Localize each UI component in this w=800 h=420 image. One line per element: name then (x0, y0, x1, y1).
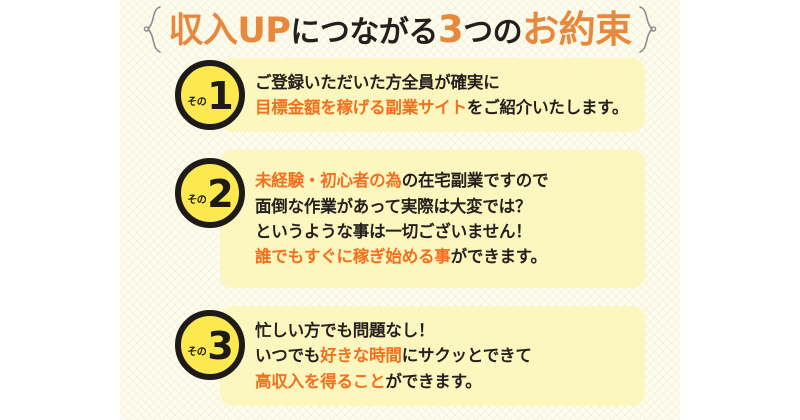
highlighted-text: 好きな時間 (320, 346, 402, 366)
badge-prefix-label: その (187, 346, 207, 358)
promise-card-2 (220, 150, 645, 288)
badge-number-label: 1 (207, 74, 233, 118)
promise-text-2: 未経験・初心者の為の在宅副業ですので面倒な作業があって実際は大変では？というよう… (255, 150, 635, 288)
body-text: をご紹介いたします。 (466, 98, 629, 117)
left-curly-brace-icon (140, 5, 166, 55)
promise-card-3 (220, 306, 645, 406)
promise-line: 面倒な作業があって実際は大変では？ (255, 195, 635, 218)
right-curly-brace-icon (634, 5, 660, 55)
promise-line: 未経験・初心者の為の在宅副業ですので (255, 169, 635, 192)
highlighted-text: 未経験・初心者の為 (255, 171, 402, 191)
promise-text-3: 忙しい方でも問題なし！いつでも好きな時間にサクッとできて高収入を得ることができま… (255, 306, 635, 406)
title-segment-2: 3 (437, 8, 464, 51)
body-text: の在宅副業ですので (401, 171, 549, 191)
promise-line: というような事は一切ございません！ (255, 220, 635, 243)
highlighted-text: 高収入を得ること (255, 371, 386, 391)
body-text: というような事は一切ございません！ (255, 222, 532, 241)
body-text: いつでも (255, 346, 321, 366)
badge-number-label: 3 (207, 324, 233, 368)
badge-prefix-label: その (187, 96, 207, 108)
title-segment-4: お約束 (522, 8, 632, 51)
highlighted-text: 目標金額を稼げる副業サイト (255, 98, 467, 117)
promise-line: 誰でもすぐに稼ぎ始める事ができます。 (255, 245, 635, 268)
highlighted-text: 誰でもすぐに稼ぎ始める事 (255, 247, 451, 267)
promise-line: いつでも好きな時間にサクッとできて (255, 344, 635, 367)
badge-prefix-label: その (187, 194, 207, 206)
title-segment-3: つの (463, 15, 523, 50)
promise-line: 目標金額を稼げる副業サイトをご紹介いたします。 (255, 96, 635, 119)
promise-badge-2: その 2 (175, 158, 245, 228)
body-text: 面倒な作業があって実際は大変では？ (255, 196, 532, 216)
promise-badge-1: その 1 (175, 60, 245, 130)
body-text: ご登録いただいた方全員が確実に (255, 72, 500, 92)
body-text: にサクッとできて (401, 346, 532, 366)
promise-line: ご登録いただいた方全員が確実に (255, 71, 635, 94)
promise-row-1: その 1 ご登録いただいた方全員が確実に目標金額を稼げる副業サイトをご紹介いたし… (120, 58, 680, 132)
body-text: ができます。 (450, 247, 547, 267)
title-segment-0: 収入UP (168, 11, 291, 51)
promise-row-3: その 3 忙しい方でも問題なし！いつでも好きな時間にサクッとできて高収入を得るこ… (120, 306, 680, 406)
body-text: 忙しい方でも問題なし！ (255, 320, 435, 340)
promise-row-2: その 2 未経験・初心者の為の在宅副業ですので面倒な作業があって実際は大変では？… (120, 150, 680, 288)
title-segment-1: につながる (290, 15, 438, 50)
promise-badge-3: その 3 (175, 310, 245, 380)
promise-text-1: ご登録いただいた方全員が確実に目標金額を稼げる副業サイトをご紹介いたします。 (255, 58, 635, 132)
promise-line: 忙しい方でも問題なし！ (255, 319, 635, 342)
body-text: ができます。 (385, 371, 482, 391)
promise-card-1 (220, 58, 645, 132)
promise-line: 高収入を得ることができます。 (255, 370, 635, 393)
badge-number-label: 2 (207, 172, 233, 216)
